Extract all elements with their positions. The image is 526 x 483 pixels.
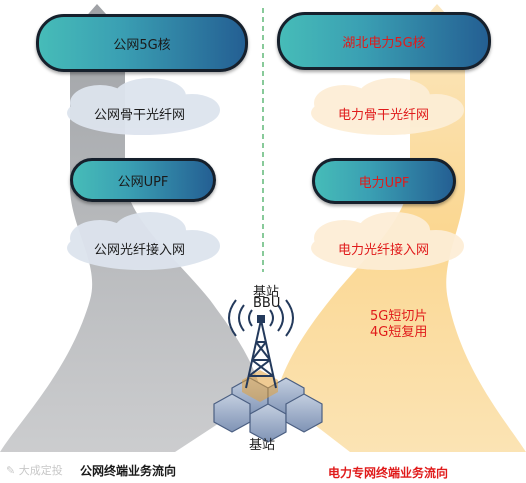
bbu-link-right bbox=[279, 257, 336, 284]
radio-wave-icon bbox=[228, 299, 294, 337]
hubei-power-5g-core-node: 湖北电力5G核 bbox=[277, 12, 491, 70]
public-upf-node: 公网UPF bbox=[70, 158, 216, 202]
public-access-label: 公网光纤接入网 bbox=[94, 243, 186, 258]
bbu-label-line1: 基站 bbox=[253, 285, 280, 300]
watermark-text: 大成定投 bbox=[18, 464, 63, 477]
base-station-tower-icon bbox=[245, 315, 277, 389]
public-access-cloud bbox=[67, 212, 220, 270]
multiplex-4g-label: 4G短复用 bbox=[370, 325, 428, 340]
public-flow-caption: 公网终端业务流向 bbox=[80, 464, 177, 478]
power-backbone-label: 电力骨干光纤网 bbox=[338, 108, 430, 123]
public-backbone-cloud bbox=[67, 78, 220, 135]
public-5g-core-label: 公网5G核 bbox=[113, 37, 171, 53]
hubei-power-5g-core-label: 湖北电力5G核 bbox=[342, 35, 426, 51]
base-station-label: 基站 bbox=[249, 438, 276, 453]
power-access-label: 电力光纤接入网 bbox=[338, 243, 430, 258]
watermark-icon: ✎ bbox=[6, 464, 19, 477]
bbu-label-line2: BBU bbox=[253, 296, 281, 311]
power-upf-label: 电力UPF bbox=[358, 175, 410, 191]
base-station-hex-highlight bbox=[242, 370, 278, 402]
slice-5g-label: 5G短切片 bbox=[370, 309, 428, 324]
watermark-logo: ✎ 大成定投 bbox=[6, 462, 63, 478]
power-flow-caption: 电力专网终端业务流向 bbox=[328, 466, 449, 480]
public-upf-label: 公网UPF bbox=[117, 174, 169, 190]
power-backbone-cloud bbox=[311, 78, 464, 135]
power-upf-node: 电力UPF bbox=[312, 158, 456, 204]
power-access-cloud bbox=[311, 212, 464, 270]
public-backbone-label: 公网骨干光纤网 bbox=[94, 108, 186, 123]
public-5g-core-node: 公网5G核 bbox=[36, 14, 248, 72]
